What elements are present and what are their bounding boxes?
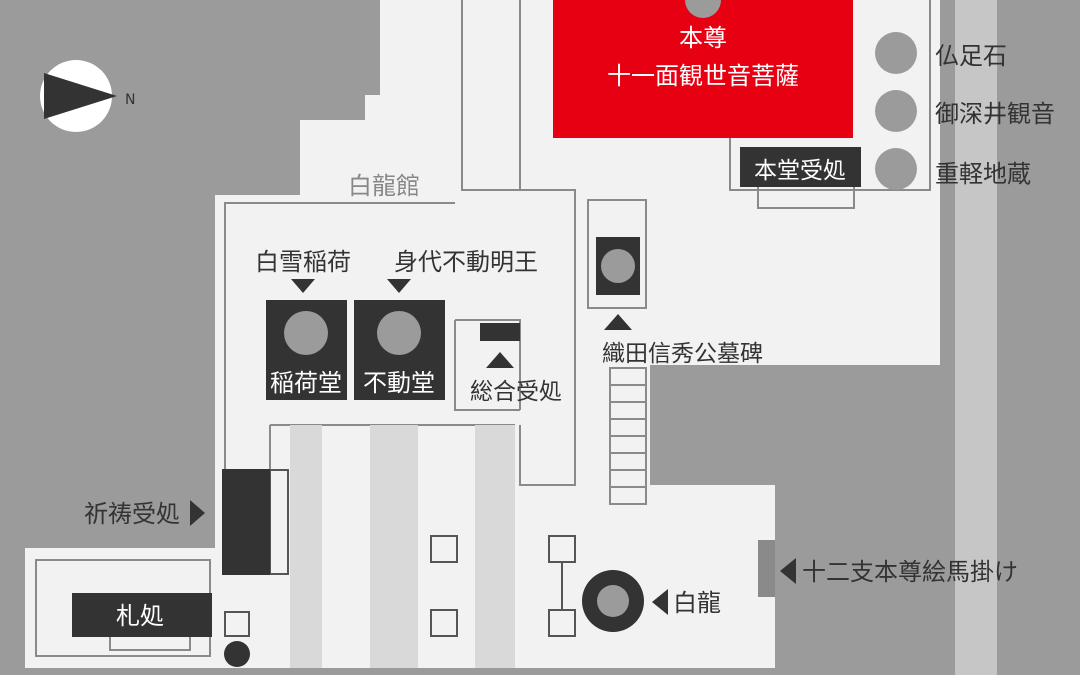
honzon-label: 本尊 bbox=[679, 24, 727, 52]
bussokuseki-label: 仏足石 bbox=[935, 42, 1007, 70]
jukaru-jizo-marker bbox=[875, 148, 917, 190]
jukaru-jizo-label: 重軽地蔵 bbox=[935, 160, 1031, 188]
hakuryu-marker bbox=[597, 585, 629, 617]
hondo-reception-label: 本堂受処 bbox=[754, 158, 846, 184]
hakuryu-arrow-icon bbox=[652, 589, 668, 615]
ema-label: 十二支本尊絵馬掛け bbox=[802, 558, 1018, 586]
migawari-fudo-arrow-icon bbox=[387, 279, 411, 293]
fudo-do-marker bbox=[377, 311, 421, 355]
oda-monument-label: 織田信秀公墓碑 bbox=[602, 341, 763, 367]
migawari-fudo-label: 身代不動明王 bbox=[394, 248, 538, 276]
hakuryu-label: 白龍 bbox=[673, 589, 721, 617]
fuda-dokoro-label: 札処 bbox=[116, 602, 164, 630]
oda-monument-marker bbox=[601, 249, 635, 283]
small-dot-marker bbox=[224, 641, 250, 667]
kannon-label: 十一面観世音菩薩 bbox=[607, 62, 799, 90]
inari-do-label: 稲荷堂 bbox=[270, 369, 342, 397]
aisles bbox=[290, 425, 515, 668]
compass: N bbox=[40, 60, 135, 132]
compass-label: N bbox=[125, 92, 135, 108]
mifukai-kannon-marker bbox=[875, 90, 917, 132]
stairs bbox=[609, 367, 647, 505]
fuda-dokoro-box bbox=[72, 593, 212, 637]
fudo-do-label: 不動堂 bbox=[363, 369, 435, 397]
bussokuseki-marker bbox=[875, 32, 917, 74]
shirayuki-inari-label: 白雪稲荷 bbox=[255, 248, 351, 276]
sogo-reception-label: 総合受処 bbox=[470, 379, 562, 405]
kito-reception-arrow-icon bbox=[190, 500, 205, 526]
sogo-reception-box bbox=[480, 323, 520, 341]
shirayuki-inari-arrow-icon bbox=[291, 279, 315, 293]
mifukai-kannon-label: 御深井観音 bbox=[935, 100, 1055, 128]
oda-monument-arrow-icon bbox=[604, 314, 632, 330]
sogo-reception-arrow-icon bbox=[486, 352, 514, 368]
main-hall-marker bbox=[685, 0, 721, 18]
ema-rack bbox=[758, 540, 775, 597]
kito-reception-label: 祈祷受処 bbox=[84, 500, 180, 528]
posts bbox=[224, 469, 576, 637]
north-arrow-icon bbox=[44, 73, 117, 119]
main-hall bbox=[553, 0, 853, 138]
hondo-reception-box bbox=[740, 147, 861, 187]
road-stripe bbox=[955, 0, 997, 675]
hakuryukan-label: 白龍館 bbox=[348, 172, 420, 200]
ema-arrow-icon bbox=[780, 558, 796, 584]
inari-do-marker bbox=[284, 311, 328, 355]
kito-reception-box bbox=[222, 469, 270, 575]
